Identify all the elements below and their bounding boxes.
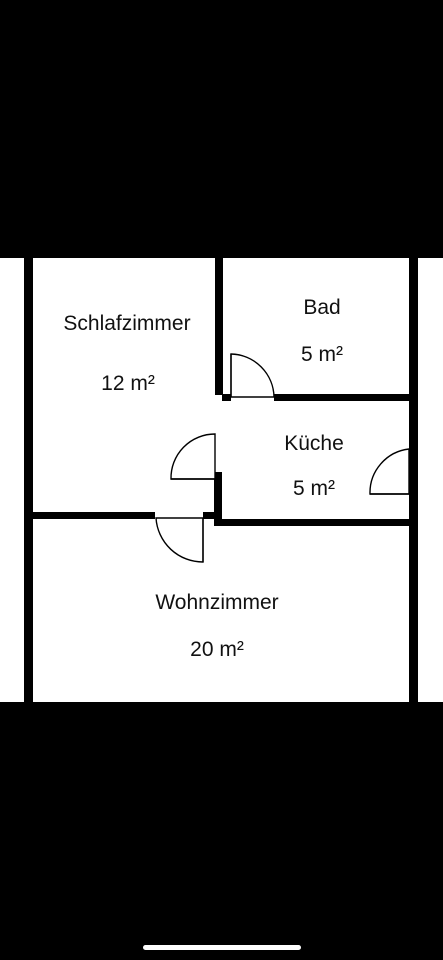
room-wohnzimmer-name: Wohnzimmer (155, 591, 279, 614)
wall-kueche-bottom (214, 519, 418, 526)
wall-schlaf-bad (215, 258, 223, 395)
wall-outer-right (409, 258, 418, 702)
wall-schlaf-kueche (214, 472, 222, 524)
door-swing-wohnzimmer (155, 517, 204, 563)
home-indicator[interactable] (143, 945, 301, 950)
floor-plan-walls (24, 258, 418, 702)
wall-bad-kueche (274, 394, 418, 401)
room-kueche-area: 5 m² (293, 477, 335, 500)
wall-kueche-right-upper (409, 401, 418, 449)
door-swing-kueche-left (170, 433, 216, 480)
wall-bad-kueche-stub (222, 394, 231, 401)
room-bad-area: 5 m² (301, 343, 343, 366)
wall-outer-left (24, 258, 33, 702)
wall-schlaf-bottom (24, 512, 155, 519)
floor-plan: Schlafzimmer 12 m² Bad 5 m² Küche 5 m² W… (0, 258, 443, 702)
door-swing-bad (230, 353, 275, 398)
room-bad-name: Bad (303, 296, 341, 319)
wall-schlaf-bottom-stub (203, 512, 222, 519)
wall-kueche-right-lower (409, 495, 418, 525)
room-wohnzimmer-area: 20 m² (190, 638, 244, 661)
room-schlafzimmer-area: 12 m² (101, 372, 155, 395)
room-schlafzimmer-name: Schlafzimmer (63, 312, 191, 335)
door-swing-entrance (369, 448, 410, 495)
room-kueche-name: Küche (284, 432, 344, 455)
